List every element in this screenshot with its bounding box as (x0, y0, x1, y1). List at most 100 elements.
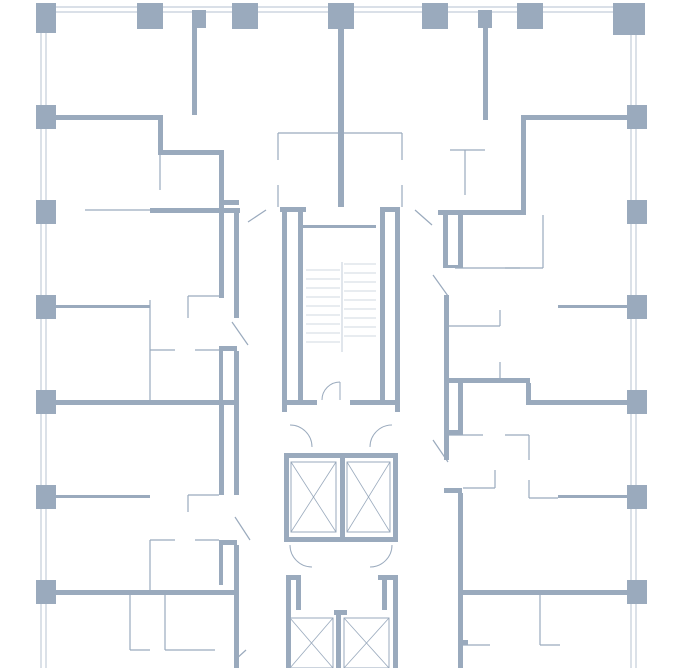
door-swing (289, 544, 313, 568)
wall (234, 208, 239, 318)
core-wall (298, 212, 303, 400)
wall (483, 25, 488, 120)
core-wall (395, 212, 400, 412)
wall (219, 213, 224, 298)
column (36, 485, 56, 509)
core-wall (382, 580, 387, 610)
wall (150, 208, 240, 213)
column (613, 3, 645, 35)
elevator-cross (346, 461, 391, 533)
wall (219, 150, 224, 210)
wall (558, 495, 631, 498)
column (36, 295, 56, 319)
core-wall (284, 458, 289, 540)
wall (444, 488, 462, 493)
column (517, 3, 543, 29)
column (422, 3, 448, 29)
column (627, 580, 647, 604)
column (137, 3, 163, 29)
partition-lines (85, 132, 560, 651)
core-wall (286, 575, 301, 580)
core-wall (336, 615, 341, 668)
core-wall (286, 580, 291, 668)
door-swing (321, 381, 341, 401)
elevator-car (346, 461, 391, 533)
wall (443, 265, 463, 268)
door-leaf (231, 321, 249, 346)
wall (458, 383, 463, 433)
structural-columns (36, 3, 647, 604)
wall (438, 210, 526, 215)
core-wall (282, 400, 317, 405)
wall (158, 150, 223, 155)
door-leaf (432, 274, 449, 297)
door-leaf (432, 439, 449, 463)
column (627, 390, 647, 414)
building-core (280, 207, 400, 668)
door-leaf (247, 209, 267, 223)
core-wall (380, 212, 385, 400)
column (36, 105, 56, 129)
door-leaf (414, 209, 433, 226)
wall (234, 545, 239, 595)
core-wall (393, 580, 398, 668)
column (478, 10, 492, 28)
core-wall (380, 207, 400, 212)
wall (234, 351, 239, 406)
column (627, 295, 647, 319)
wall (53, 400, 239, 405)
wall (219, 200, 239, 205)
wall (458, 212, 463, 268)
walls (53, 25, 631, 668)
column (36, 580, 56, 604)
wall (192, 25, 197, 115)
elevator-cross (289, 617, 334, 668)
door-swing (289, 424, 313, 448)
wall (338, 25, 344, 207)
wall (219, 545, 223, 585)
core-wall (280, 207, 306, 212)
core-wall (296, 580, 301, 610)
wall (444, 295, 449, 460)
core-wall (340, 458, 345, 540)
wall (463, 590, 631, 595)
wall (526, 383, 531, 403)
wall (234, 405, 239, 495)
column (627, 485, 647, 509)
wall (53, 590, 239, 595)
wall (444, 430, 463, 435)
door-swing (369, 544, 393, 568)
wall (219, 405, 224, 495)
elevator-car (343, 617, 390, 668)
column (36, 200, 56, 224)
column (192, 10, 206, 28)
wall (219, 351, 223, 406)
elevator-car (290, 461, 337, 533)
column (627, 200, 647, 224)
wall (219, 346, 237, 351)
column (627, 105, 647, 129)
wall (53, 115, 163, 120)
wall (521, 115, 631, 120)
core-wall (334, 610, 347, 615)
door-swings (231, 209, 449, 661)
column (232, 3, 258, 29)
elevator-car (289, 617, 334, 668)
wall (53, 495, 150, 498)
wall (443, 212, 448, 268)
wall (558, 305, 631, 308)
column (36, 3, 56, 33)
wall (158, 115, 163, 155)
wall (53, 305, 150, 308)
door-leaf (234, 516, 251, 541)
elevator-cross (343, 617, 390, 668)
wall (521, 120, 526, 210)
wall (458, 640, 468, 645)
elevator-cross (290, 461, 337, 533)
wall (526, 400, 631, 405)
wall (444, 378, 530, 383)
core-wall (378, 575, 398, 580)
door-leaf (234, 649, 247, 661)
